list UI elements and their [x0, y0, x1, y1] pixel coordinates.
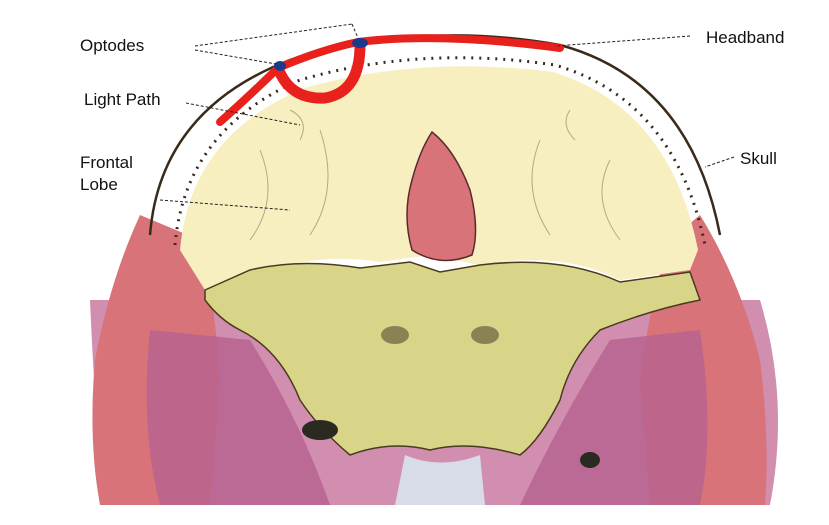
frontal-lobe-label: Frontal Lobe [80, 152, 160, 196]
foramen-right [580, 452, 600, 468]
headband-leader [555, 36, 690, 46]
headband-label: Headband [706, 27, 784, 49]
optodes-leader-1 [195, 24, 352, 46]
sella-left [381, 326, 409, 344]
sella-right [471, 326, 499, 344]
skull-label: Skull [740, 148, 777, 170]
central-pale-area [395, 455, 485, 505]
skull-leader [705, 157, 734, 167]
light-path-label: Light Path [84, 89, 161, 111]
optodes-leader-3 [352, 24, 358, 38]
optodes-label: Optodes [80, 35, 144, 57]
optode-left [274, 61, 286, 71]
foramen-left [302, 420, 338, 440]
optodes-leader-2 [195, 50, 276, 64]
optode-right [352, 38, 368, 48]
